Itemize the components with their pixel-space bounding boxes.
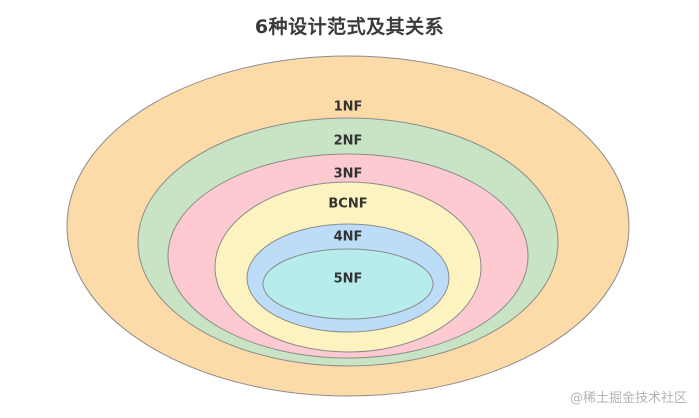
label-1nf: 1NF	[334, 100, 363, 115]
label-bcnf: BCNF	[328, 197, 367, 212]
watermark-text: @稀土掘金技术社区	[569, 391, 687, 406]
label-4nf: 4NF	[334, 230, 363, 245]
label-5nf: 5NF	[334, 272, 363, 287]
label-3nf: 3NF	[334, 167, 363, 182]
ring-5nf	[262, 248, 434, 320]
diagram-title: 6种设计范式及其关系	[254, 16, 445, 38]
label-2nf: 2NF	[334, 134, 363, 149]
